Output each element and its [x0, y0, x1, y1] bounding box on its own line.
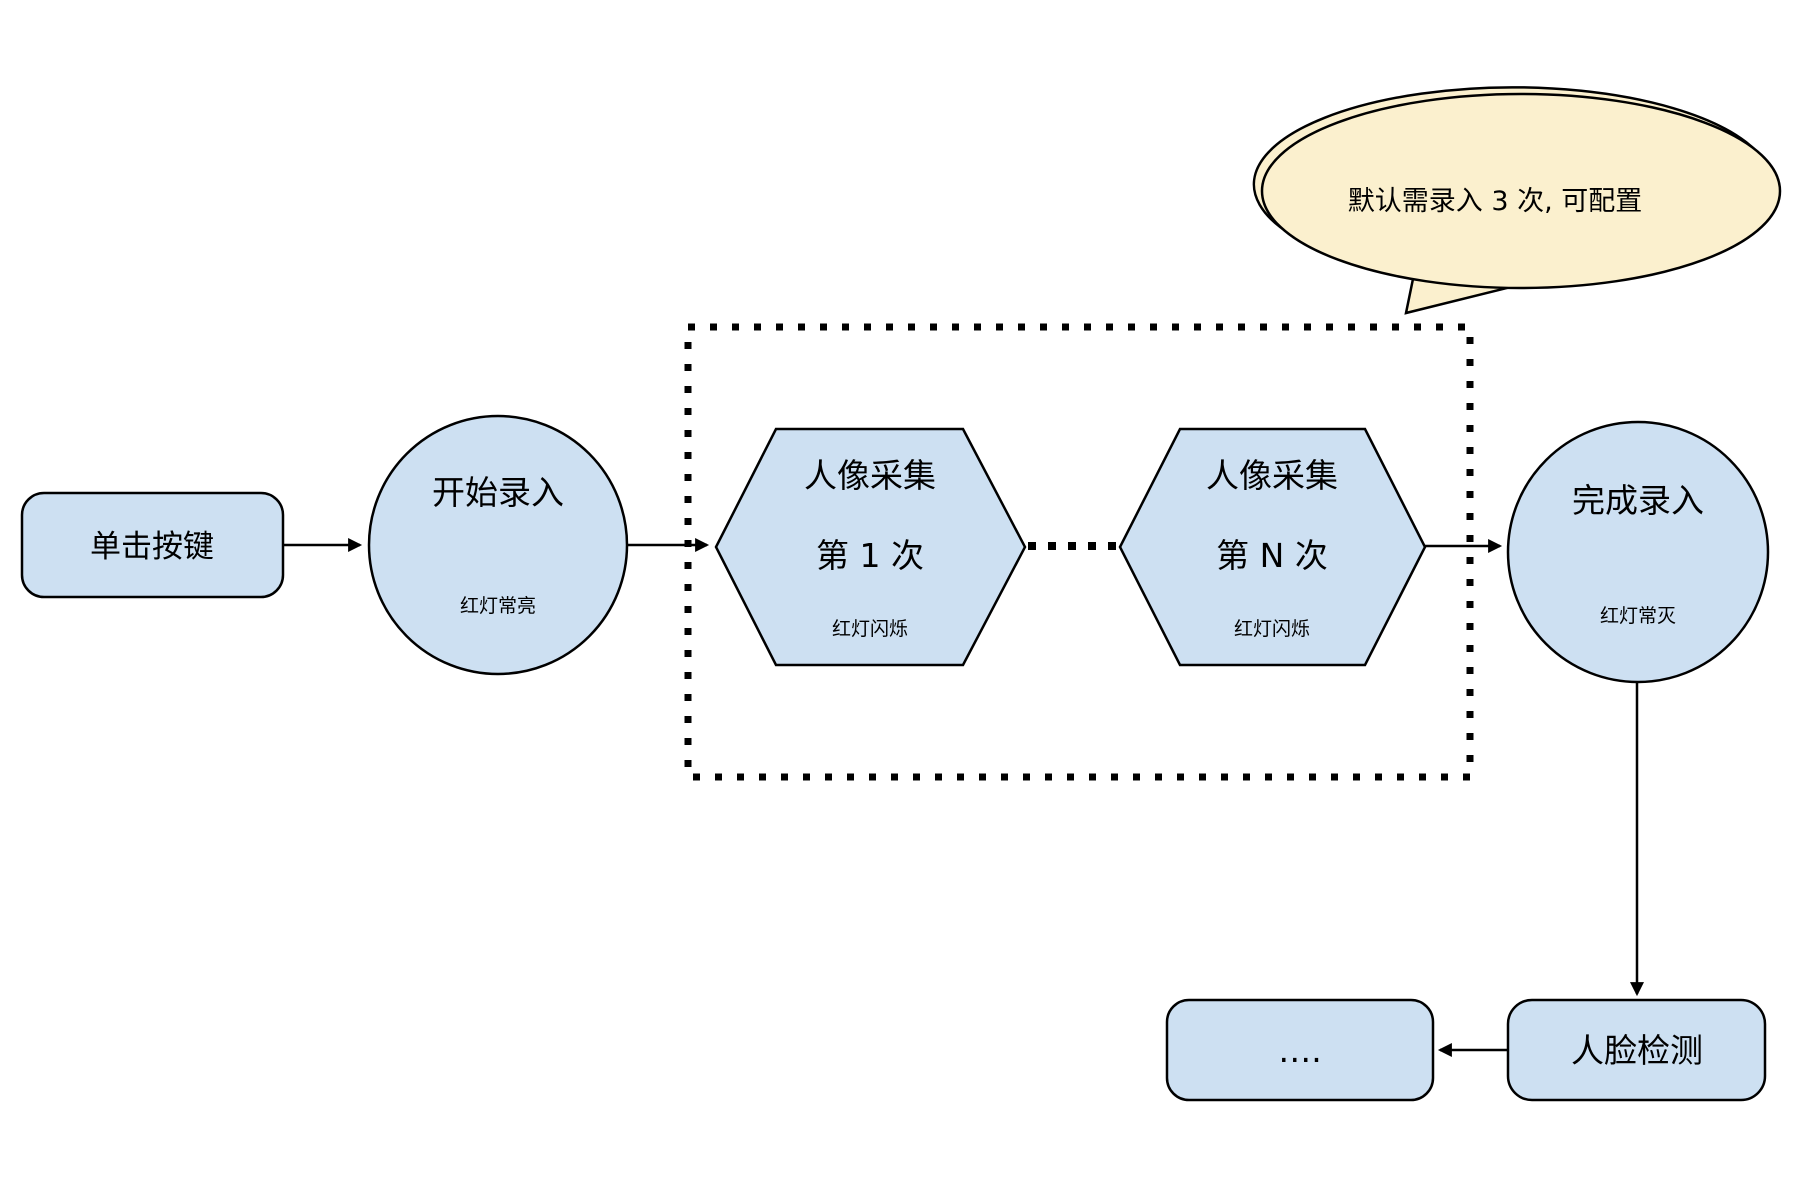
capture-first-count: 第 1 次 — [816, 536, 924, 575]
bubble-note-text: 默认需录入 3 次, 可配置 — [1348, 186, 1643, 217]
capture-nth-label: 人像采集 — [1206, 456, 1338, 495]
node-start-enroll: 开始录入 红灯常亮 — [367, 414, 629, 676]
start-enroll-label: 开始录入 — [432, 473, 564, 512]
node-more-steps: …. — [1165, 998, 1435, 1102]
capture-first-hexagon — [714, 427, 1027, 667]
more-steps-box — [1165, 998, 1435, 1102]
capture-first-label: 人像采集 — [804, 456, 936, 495]
start-enroll-sublabel: 红灯常亮 — [460, 595, 536, 617]
finish-enroll-sublabel: 红灯常灭 — [1600, 605, 1676, 627]
more-steps-label: …. — [1278, 1031, 1322, 1070]
node-face-detect: 人脸检测 — [1506, 998, 1767, 1102]
callout-bubble: 默认需录入 3 次, 可配置 — [1252, 86, 1782, 315]
capture-nth-count: 第 N 次 — [1216, 536, 1328, 575]
capture-nth-sublabel: 红灯闪烁 — [1234, 618, 1310, 640]
node-finish-enroll: 完成录入 红灯常灭 — [1506, 420, 1770, 684]
speech-bubble-ellipse — [1260, 92, 1782, 290]
node-click-button: 单击按键 — [20, 491, 285, 599]
click-button-label: 单击按键 — [90, 529, 214, 565]
face-detect-label: 人脸检测 — [1571, 1031, 1703, 1070]
finish-enroll-circle — [1506, 420, 1770, 684]
start-enroll-circle — [367, 414, 629, 676]
capture-first-sublabel: 红灯闪烁 — [832, 618, 908, 640]
finish-enroll-label: 完成录入 — [1572, 481, 1704, 520]
node-capture-first: 人像采集 第 1 次 红灯闪烁 — [714, 427, 1027, 667]
node-capture-nth: 人像采集 第 N 次 红灯闪烁 — [1118, 427, 1427, 667]
